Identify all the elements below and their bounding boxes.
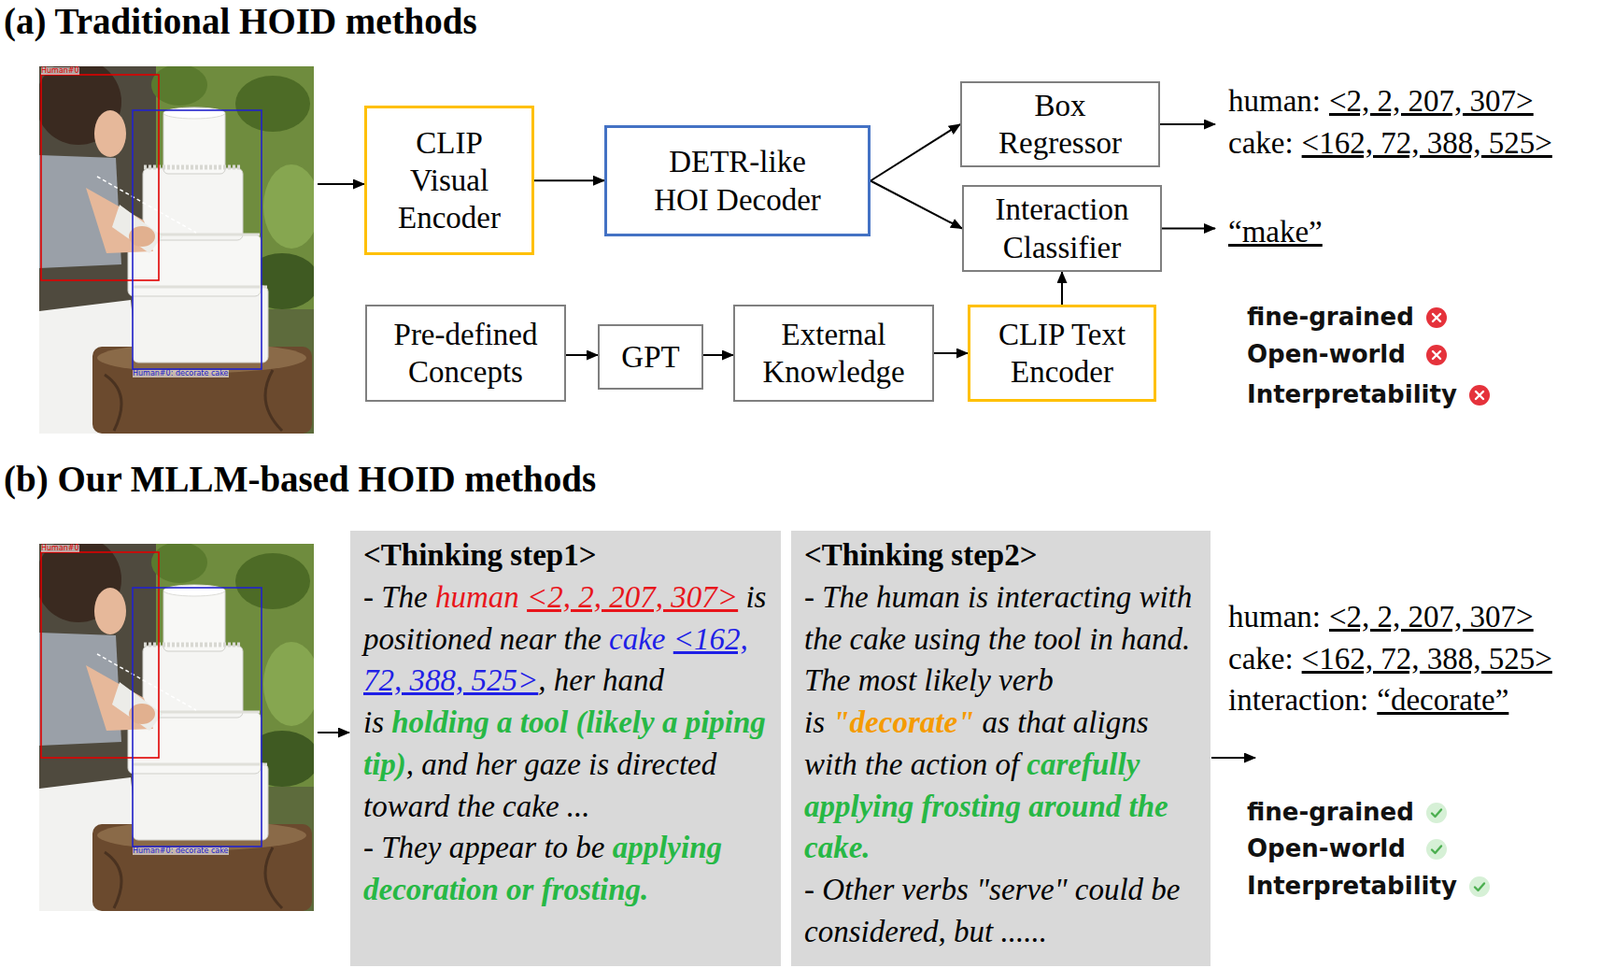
box-coordinates: <162, 72, 388, 525> bbox=[1302, 640, 1553, 679]
process-box: GPT bbox=[597, 324, 704, 390]
paragraph: - The human is interacting with the cake… bbox=[804, 576, 1202, 869]
process-box: DETR-like HOI Decoder bbox=[604, 125, 871, 237]
cross-icon bbox=[1468, 383, 1491, 407]
paragraph: - They appear to beapplying decoration o… bbox=[363, 826, 772, 911]
box-coordinates: <2, 2, 207, 307> bbox=[1329, 83, 1534, 121]
text-run: - The bbox=[363, 580, 428, 614]
box-label: Box Regressor bbox=[997, 86, 1124, 163]
flow-connector bbox=[703, 353, 734, 356]
box-label: CLIP Text Encoder bbox=[996, 315, 1128, 392]
text-run: cake bbox=[608, 622, 666, 656]
text-run: <2, 2, 207, 307> bbox=[526, 580, 738, 614]
property-name: fine-grained bbox=[1246, 797, 1415, 827]
output-arrow bbox=[1211, 756, 1256, 759]
panel-heading: <Thinking step1> bbox=[363, 534, 772, 577]
paragraph: - Thehuman<2, 2, 207, 307>is positioned … bbox=[363, 576, 772, 828]
box-coordinates: <2, 2, 207, 307> bbox=[1329, 598, 1534, 637]
predicted-verb: “make” bbox=[1228, 213, 1323, 252]
text-run: , and her gaze is directed toward the ca… bbox=[363, 747, 717, 823]
box-coordinates: <162, 72, 388, 525> bbox=[1302, 125, 1553, 163]
output-key: human: bbox=[1228, 83, 1321, 121]
paragraph: - Other verbs "serve" could be considere… bbox=[804, 868, 1202, 953]
flow-connector bbox=[534, 179, 605, 182]
property-name: fine-grained bbox=[1246, 302, 1415, 332]
flow-connector bbox=[870, 124, 961, 182]
output-arrow bbox=[1160, 123, 1216, 126]
check-icon bbox=[1425, 801, 1448, 824]
box-tag: Human#0: decorate cake bbox=[132, 369, 229, 378]
check-icon bbox=[1425, 837, 1448, 861]
output-key: interaction: bbox=[1228, 681, 1369, 720]
box-label: GPT bbox=[620, 338, 682, 376]
text-run: - Other verbs "serve" could be considere… bbox=[804, 872, 1181, 949]
reasoning-panel: <Thinking step1>- Thehuman<2, 2, 207, 30… bbox=[350, 530, 781, 966]
cross-icon bbox=[1425, 306, 1448, 329]
process-box: External Knowledge bbox=[733, 304, 935, 402]
section-title: (a) Traditional HOID methods bbox=[3, 0, 478, 44]
cross-icon bbox=[1425, 343, 1448, 367]
property-name: Interpretability bbox=[1246, 380, 1458, 410]
process-box: Box Regressor bbox=[960, 81, 1161, 168]
flow-connector bbox=[934, 352, 968, 354]
process-box: Interaction Classifier bbox=[962, 184, 1162, 272]
input-arrow bbox=[317, 731, 350, 734]
text-run: human bbox=[435, 580, 520, 614]
box-label: External Knowledge bbox=[761, 315, 907, 392]
box-label: CLIP Visual Encoder bbox=[396, 124, 503, 238]
process-box: CLIP Text Encoder bbox=[967, 304, 1157, 402]
flow-connector bbox=[1061, 271, 1063, 305]
box-tag: Human#0: decorate cake bbox=[132, 847, 229, 855]
text-run: - They appear to be bbox=[363, 830, 605, 864]
property-name: Open-world bbox=[1246, 339, 1406, 369]
flow-connector bbox=[870, 181, 963, 229]
output-key: cake: bbox=[1228, 640, 1294, 679]
reasoning-panel: <Thinking step2>- The human is interacti… bbox=[791, 530, 1211, 966]
input-arrow bbox=[317, 183, 365, 185]
property-name: Open-world bbox=[1246, 834, 1406, 864]
flow-connector bbox=[566, 353, 598, 356]
box-label: DETR-like HOI Decoder bbox=[652, 142, 823, 219]
predicted-verb: “decorate” bbox=[1376, 681, 1509, 720]
process-box: CLIP Visual Encoder bbox=[364, 105, 535, 255]
check-icon bbox=[1468, 875, 1491, 898]
process-box: Pre-defined Concepts bbox=[365, 304, 567, 402]
box-tag: Human#0 bbox=[41, 544, 80, 553]
property-name: Interpretability bbox=[1246, 871, 1458, 901]
box-tag: Human#0 bbox=[41, 67, 80, 75]
section-title: (b) Our MLLM-based HOID methods bbox=[3, 457, 596, 502]
output-key: cake: bbox=[1228, 125, 1294, 163]
box-label: Pre-defined Concepts bbox=[392, 315, 539, 392]
text-run: "decorate" bbox=[832, 705, 975, 739]
output-key: human: bbox=[1228, 598, 1321, 637]
output-arrow bbox=[1161, 227, 1216, 230]
box-label: Interaction Classifier bbox=[993, 190, 1131, 267]
photo-illustration bbox=[39, 66, 314, 434]
panel-heading: <Thinking step2> bbox=[804, 534, 1202, 577]
photo-illustration bbox=[39, 543, 314, 911]
